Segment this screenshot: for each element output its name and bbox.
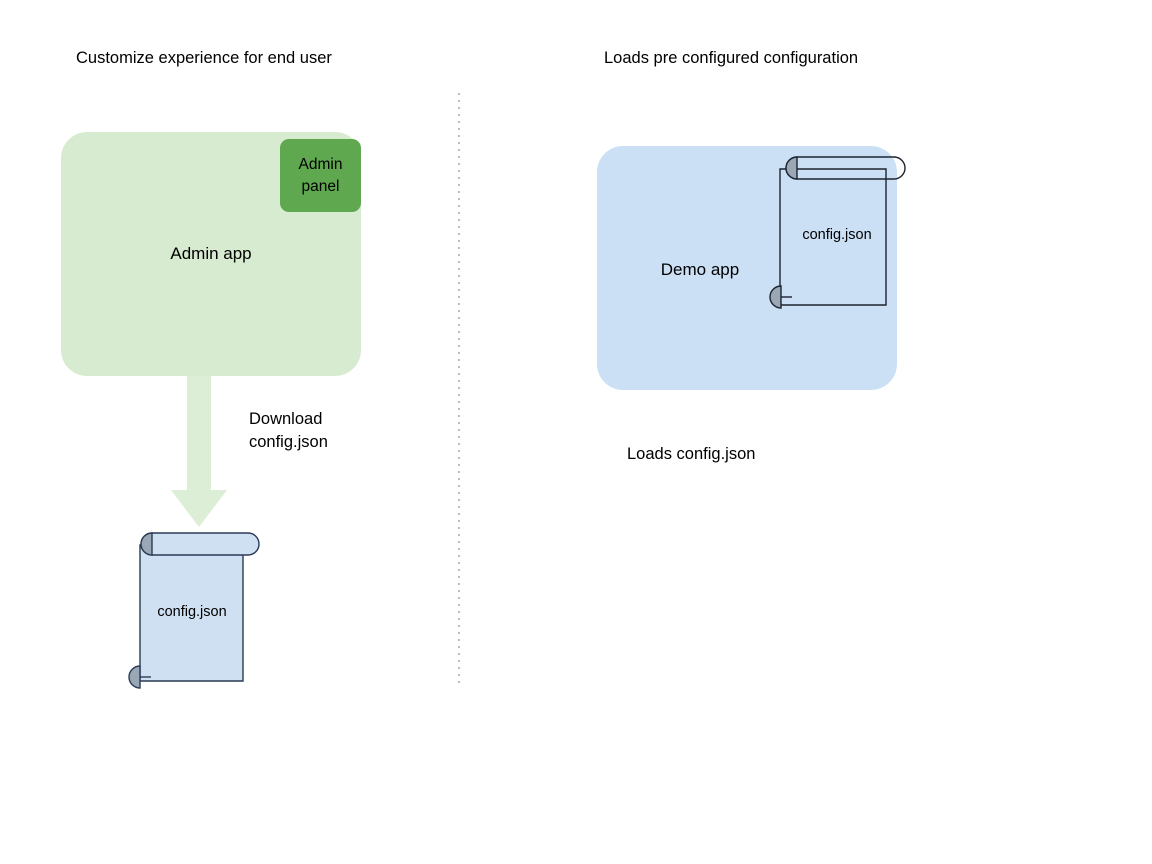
config-json-document-right[interactable] <box>769 156 906 309</box>
admin-panel-badge[interactable] <box>280 139 361 212</box>
demo-app-box[interactable] <box>597 146 897 390</box>
document-bottom-curl-right <box>769 285 782 309</box>
admin-panel-label: Admin panel <box>280 154 361 198</box>
document-top-knob-left <box>140 532 153 556</box>
config-json-label-left: config.json <box>157 604 227 620</box>
download-arrow-label: Download config.json <box>249 408 328 453</box>
right-flow-title: Loads pre configured configuration <box>604 49 859 67</box>
document-top-knob-right <box>785 156 798 180</box>
document-top-roll-left <box>140 532 260 556</box>
admin-app-label: Admin app <box>170 244 252 263</box>
left-flow-title: Customize experience for end user <box>76 49 332 67</box>
loads-config-caption: Loads config.json <box>627 445 756 463</box>
download-arrow-label-line-1: Download <box>249 410 323 428</box>
admin-panel-label-line-2: panel <box>301 178 340 195</box>
admin-panel-label-line-1: Admin <box>298 156 343 173</box>
download-arrow-label-line-2: config.json <box>249 432 328 451</box>
download-arrow-icon <box>171 376 227 527</box>
config-json-document-left[interactable] <box>128 532 260 689</box>
document-body-right <box>779 168 887 306</box>
document-bottom-curl-left <box>128 665 141 689</box>
config-json-label-right: config.json <box>802 227 872 243</box>
demo-app-label: Demo app <box>660 260 740 279</box>
